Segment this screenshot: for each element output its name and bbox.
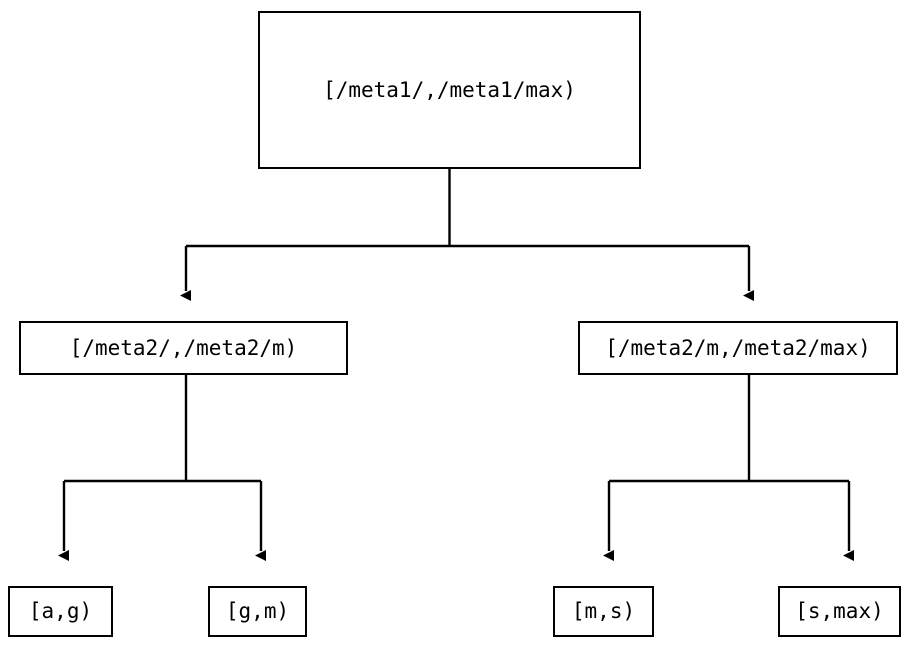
tree-node-leaf-smax-label: [s,max) xyxy=(795,599,884,623)
tree-node-leaf-ms-label: [m,s) xyxy=(571,599,636,623)
tree-node-leaf-gm-label: [g,m) xyxy=(225,599,290,623)
edge-meta2high-to-leaves xyxy=(603,375,854,561)
tree-node-leaf-gm[interactable]: [g,m) xyxy=(208,586,307,637)
edge-meta2low-to-leaves xyxy=(58,375,266,561)
tree-node-leaf-smax[interactable]: [s,max) xyxy=(778,586,901,637)
tree-node-meta2-low[interactable]: [/meta2/,/meta2/m) xyxy=(19,321,348,375)
tree-node-meta2-high-label: [/meta2/m,/meta2/max) xyxy=(605,335,871,360)
tree-node-leaf-ms[interactable]: [m,s) xyxy=(553,586,654,637)
tree-node-meta2-low-label: [/meta2/,/meta2/m) xyxy=(69,335,298,360)
tree-node-leaf-ag[interactable]: [a,g) xyxy=(8,586,113,637)
tree-node-root[interactable]: [/meta1/,/meta1/max) xyxy=(258,11,641,169)
tree-node-meta2-high[interactable]: [/meta2/m,/meta2/max) xyxy=(578,321,898,375)
tree-node-leaf-ag-label: [a,g) xyxy=(28,599,93,623)
tree-node-root-label: [/meta1/,/meta1/max) xyxy=(323,77,576,102)
edge-root-to-level1 xyxy=(180,169,754,301)
